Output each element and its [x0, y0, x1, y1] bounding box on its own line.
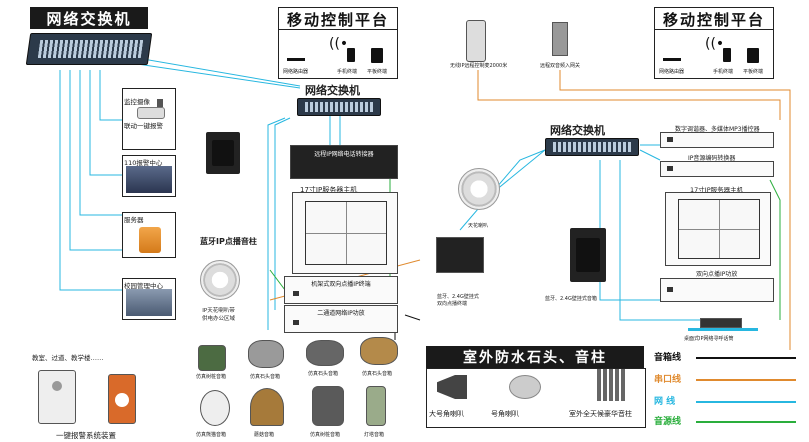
ceiling-note: IP天花喇叭带 供电办公区域	[202, 308, 236, 322]
router-icon	[663, 44, 681, 61]
right-ceiling-speaker	[458, 168, 500, 210]
outdoor-speaker-label-5: 仿真熊猫音箱	[196, 432, 227, 438]
remote-host-device	[552, 22, 568, 56]
police-center-label: 110报警中心	[124, 159, 163, 167]
outdoor-speaker-6	[250, 388, 284, 426]
wifi-icon: ((•	[329, 36, 349, 52]
mobile-left-panel: ((• 网络路由器 手机终端 平板终端	[278, 29, 398, 79]
server-label: 服务器	[124, 216, 144, 224]
left-device-server	[122, 212, 176, 258]
right-host	[665, 192, 771, 266]
outdoor-speaker-label-4: 仿真石头音箱	[362, 371, 393, 377]
mobile-left-title: 移动控制平台	[278, 7, 398, 31]
wifi-icon: ((•	[705, 36, 725, 52]
center-host	[292, 192, 398, 274]
center-rack-terminal: 机架式双向点播IP终端	[284, 276, 398, 304]
wifi-mic-label: 无线IP远程控制麦2000米	[450, 63, 508, 69]
legend-line-serial	[696, 379, 796, 381]
right-network-switch	[545, 138, 639, 156]
legend-label-network: 网 线	[654, 397, 676, 407]
phone-icon	[723, 48, 731, 62]
outdoor-speaker-3	[306, 340, 344, 366]
center-host-label: 17寸IP服务器主机	[300, 186, 358, 194]
outdoor-speaker-5	[200, 390, 230, 426]
legend-label-speaker: 音箱线	[654, 353, 682, 363]
outdoor-speaker-2	[248, 340, 284, 368]
outdoor-speaker-label-7: 仿真树桩音箱	[310, 432, 341, 438]
right-ceiling-label: 天花喇叭	[468, 223, 489, 229]
right-amp-label: 双向点播IP功放	[696, 271, 738, 278]
right-wall-speaker	[570, 228, 606, 282]
alarm-panel-2	[108, 374, 136, 424]
alarm-panel-1	[38, 370, 76, 424]
server-icon	[139, 227, 161, 253]
outdoor-speaker-8	[366, 386, 386, 426]
left-device-110	[122, 155, 176, 197]
outdoor-speaker-label-8: 灯塔音箱	[364, 432, 385, 438]
ip-converter-rack	[660, 161, 774, 177]
legend-label-audio: 音源线	[654, 417, 682, 427]
tuner-label: 数字调谐器、多媒体MP3播控器	[675, 126, 760, 133]
horn-small-icon	[509, 375, 541, 399]
mobile-right-title: 移动控制平台	[654, 7, 774, 31]
left-network-switch	[25, 33, 153, 65]
desk-mic-label: 桌面式IP网络寻呼话筒	[684, 336, 734, 342]
outdoor-speaker-4	[360, 337, 398, 365]
outdoor-speaker-label-2: 仿真石头音箱	[250, 374, 281, 380]
legend-line-audio	[696, 421, 796, 423]
tablet-icon	[371, 48, 383, 63]
camera-label: 监控摄像 联动一键报警	[124, 98, 163, 130]
phone-icon	[347, 48, 355, 62]
router-icon	[287, 44, 305, 61]
outdoor-panel: 大号角喇叭 号角喇叭 室外全天候豪华音柱	[426, 368, 646, 428]
horn-large-icon	[437, 375, 467, 399]
outdoor-speaker-1	[198, 345, 226, 371]
outdoor-panel-title: 室外防水石头、音柱	[426, 346, 644, 368]
center-wall-speaker	[206, 132, 240, 174]
tuner-rack	[660, 132, 774, 148]
outdoor-speaker-label-1: 仿真树桩音箱	[196, 374, 227, 380]
outdoor-speaker-label-3: 仿真石头音箱	[308, 371, 339, 377]
remote-host-label: 远程双音频入网关	[540, 63, 581, 69]
legend-line-network	[696, 401, 796, 403]
left-device-campus	[122, 278, 176, 320]
camera-icon	[137, 107, 165, 119]
ip-converter-label: IP音源编码转换器	[688, 155, 736, 162]
mobile-right-panel: ((• 网络路由器 手机终端 平板终端	[654, 29, 774, 79]
wall-note-2: 蓝牙、2.4G壁挂式音箱	[545, 296, 597, 302]
left-switch-title: 网络交换机	[30, 7, 148, 29]
phone-converter: 远程IP网络电话转接器	[290, 145, 398, 179]
tablet-icon	[747, 48, 759, 63]
outdoor-speaker-7	[312, 386, 344, 426]
center-switch-label: 网络交换机	[305, 84, 360, 97]
wifi-mic-device	[466, 20, 486, 62]
desk-mic-device	[700, 318, 742, 328]
center-network-switch	[297, 98, 381, 116]
outdoor-speaker-label-6: 蘑菇音箱	[254, 432, 275, 438]
campus-center-label: 校园管理中心	[124, 282, 163, 290]
legend-label-serial: 串口线	[654, 375, 682, 385]
legend-line-speaker	[696, 357, 796, 359]
wall-note-1: 蓝牙、2.4G壁挂式 双向点播终端	[437, 294, 479, 307]
center-ceiling-speaker	[200, 260, 240, 300]
desk-mic-highlight	[688, 328, 758, 331]
right-switch-label: 网络交换机	[550, 124, 605, 137]
alarm-device-label: 一键报警系统装置	[56, 431, 116, 440]
campus-center-image	[126, 289, 172, 316]
right-amp	[660, 278, 774, 302]
left-device-camera	[122, 88, 176, 150]
column-icon	[597, 369, 627, 401]
center-rack-amp: 二通道网络IP功放	[284, 305, 398, 333]
bt-column-label: 蓝牙IP点播音柱	[200, 237, 257, 246]
wall-terminal	[436, 237, 484, 273]
right-host-label: 17寸IP服务器主机	[690, 186, 744, 194]
left-bottom-caption: 教室、过道、教学楼……	[32, 354, 104, 362]
police-center-image	[126, 166, 172, 193]
